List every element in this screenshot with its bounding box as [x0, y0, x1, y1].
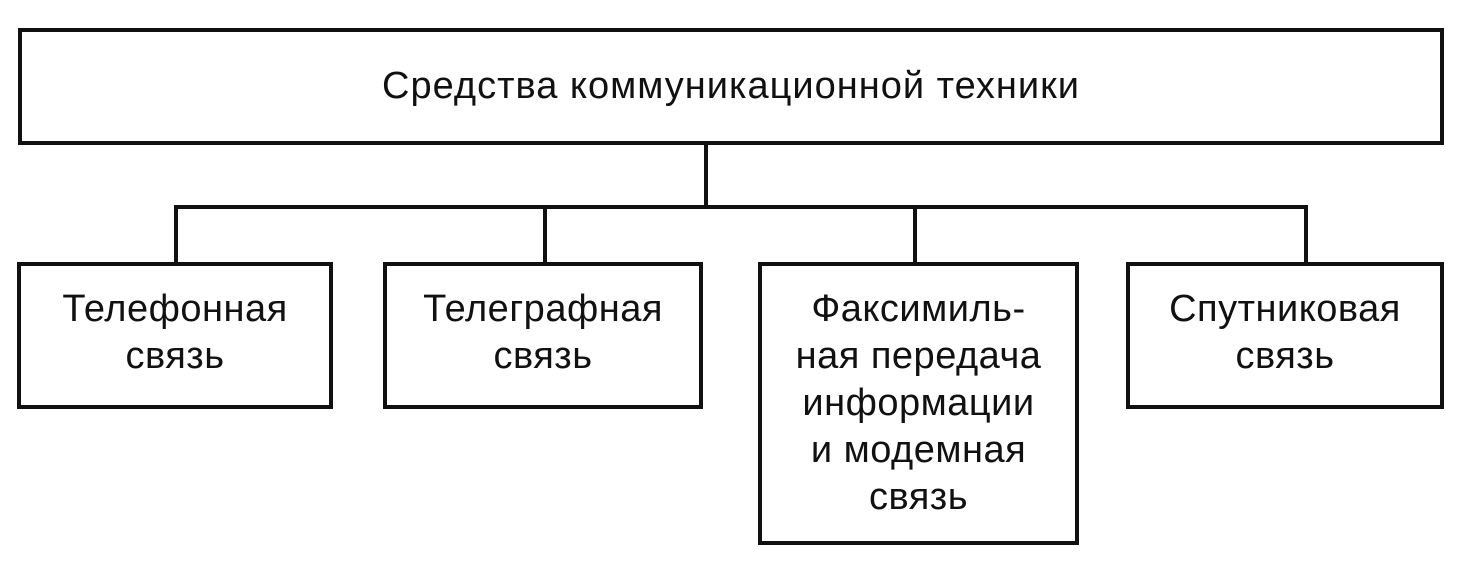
root-node: Средства коммуникационной техники — [18, 28, 1444, 145]
child-node-label: Телефонная связь — [62, 286, 287, 380]
label-line: Факсимиль- — [811, 288, 1026, 330]
label-line: и модемная — [810, 429, 1027, 471]
label-line: Телефонная — [62, 288, 288, 330]
label-line: связь — [125, 335, 225, 377]
child-node-label: Телеграфная связь — [423, 286, 663, 380]
child-node-label: Спутниковая связь — [1169, 286, 1401, 380]
label-line: Спутниковая — [1169, 288, 1401, 330]
label-line: связь — [493, 335, 593, 377]
child-node-telegraph: Телеграфная связь — [383, 262, 703, 409]
child-node-telephone: Телефонная связь — [17, 262, 333, 409]
root-node-label: Средства коммуникационной техники — [382, 65, 1080, 107]
label-line: информации — [802, 382, 1035, 424]
child-node-label: Факсимиль- ная передача информации и мод… — [796, 286, 1042, 521]
label-line: связь — [868, 476, 969, 518]
label-line: Телеграфная — [423, 288, 663, 330]
child-node-satellite: Спутниковая связь — [1126, 262, 1444, 409]
label-line: ная передача — [795, 335, 1042, 377]
label-line: связь — [1235, 335, 1335, 377]
child-node-fax-modem: Факсимиль- ная передача информации и мод… — [758, 262, 1079, 545]
